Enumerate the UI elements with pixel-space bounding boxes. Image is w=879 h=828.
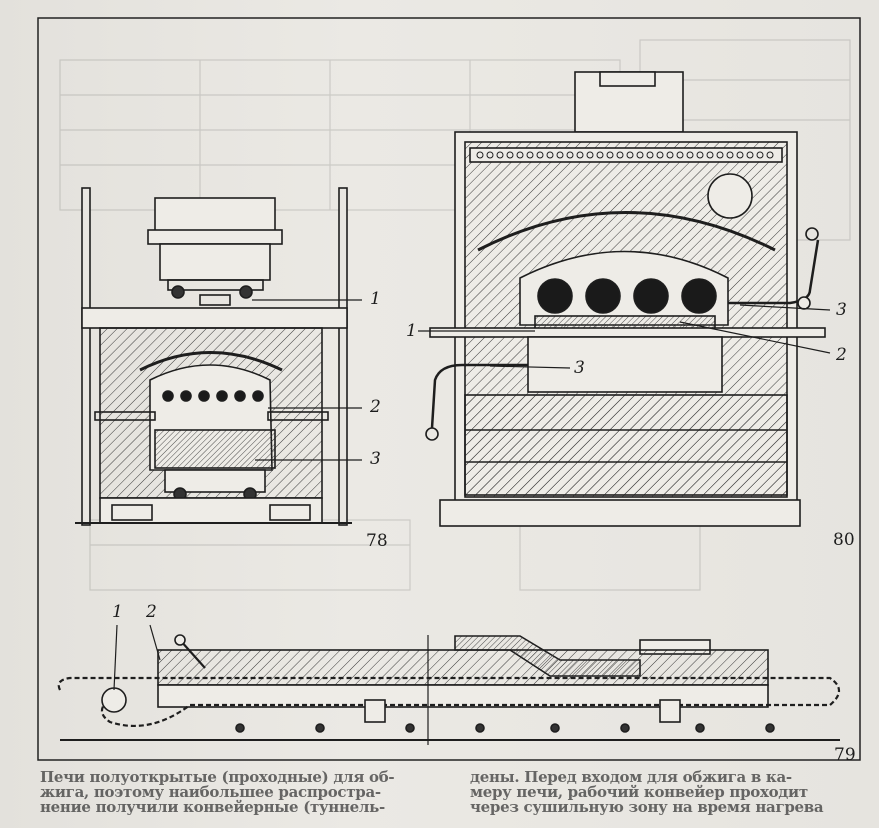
fig79-callout-1: 1: [112, 602, 123, 622]
fig79-kiln-channel: [157, 684, 769, 708]
fig78-right-tube: [267, 411, 329, 421]
page-body-text: Печи полуоткрытые (проходные) для об- жи…: [0, 770, 879, 828]
fig79-supports: [235, 699, 775, 733]
figure-78-furnace-cross-section: [75, 187, 362, 526]
fig80-top-heater-coils: [476, 151, 774, 159]
fig80-porthole: [707, 173, 753, 219]
fig79-kiln-roof: [157, 649, 769, 686]
fig78-callout-2: 2: [369, 397, 381, 417]
text-line: дены. Перед входом для обжига в ка-: [470, 770, 792, 786]
fig78-lower-cart: [164, 469, 266, 501]
fig78-charge: [154, 429, 276, 469]
fig78-callout-1: 1: [370, 289, 381, 309]
fig80-callout-2: 2: [835, 345, 847, 365]
text-column-right: дены. Перед входом для обжига в ка- меру…: [470, 770, 850, 815]
fig79-conveyor-belt: [57, 676, 841, 728]
fig80-callout-3b: 3: [574, 358, 585, 378]
fig78-top-cart: [147, 197, 283, 306]
fig80-base: [439, 499, 801, 527]
fig78-top-beam: [81, 307, 348, 329]
plate-frame: [37, 17, 861, 761]
text-line: Печи полуоткрытые (проходные) для об-: [40, 770, 395, 786]
fig78-number: 78: [366, 531, 388, 551]
fig80-top-heater: [469, 147, 783, 163]
fig80-number: 80: [833, 530, 855, 550]
fig80-lower-chamber: [527, 336, 723, 393]
fig80-rail: [429, 327, 826, 338]
fig78-callout-3: 3: [370, 449, 381, 469]
fig78-base: [99, 497, 323, 524]
fig79-callout-2: 2: [145, 602, 157, 622]
fig78-heater-row: [162, 390, 264, 402]
fig79-drive-pulley: [101, 687, 127, 713]
fig78-right-post: [338, 187, 348, 526]
fig80-lower-masonry: [464, 394, 788, 496]
text-line: нение получили конвейерные (туннель-: [40, 798, 385, 816]
fig80-callout-3a: 3: [836, 300, 847, 320]
fig78-arch: [139, 351, 283, 372]
figure-80-furnace-section: [418, 71, 831, 527]
text-line: через сушильную зону на время нагрева: [470, 798, 824, 816]
fig80-heater-row: [537, 278, 717, 314]
fig79-number: 79: [834, 745, 856, 765]
figure-79-tunnel-kiln-longitudinal: [57, 624, 841, 745]
text-column-left: Печи полуоткрытые (проходные) для об- жи…: [40, 770, 420, 815]
fig80-left-cable: [430, 363, 528, 429]
fig78-left-post: [81, 187, 91, 526]
fig78-left-tube: [94, 411, 156, 421]
text-line: жига, поэтому наибольшее распростра-: [40, 783, 381, 801]
fig80-callout-1: 1: [406, 321, 417, 341]
fig80-chamber: [519, 250, 729, 326]
text-line: меру печи, рабочий конвейер проходит: [470, 783, 808, 801]
fig80-outer-arch: [477, 211, 776, 252]
